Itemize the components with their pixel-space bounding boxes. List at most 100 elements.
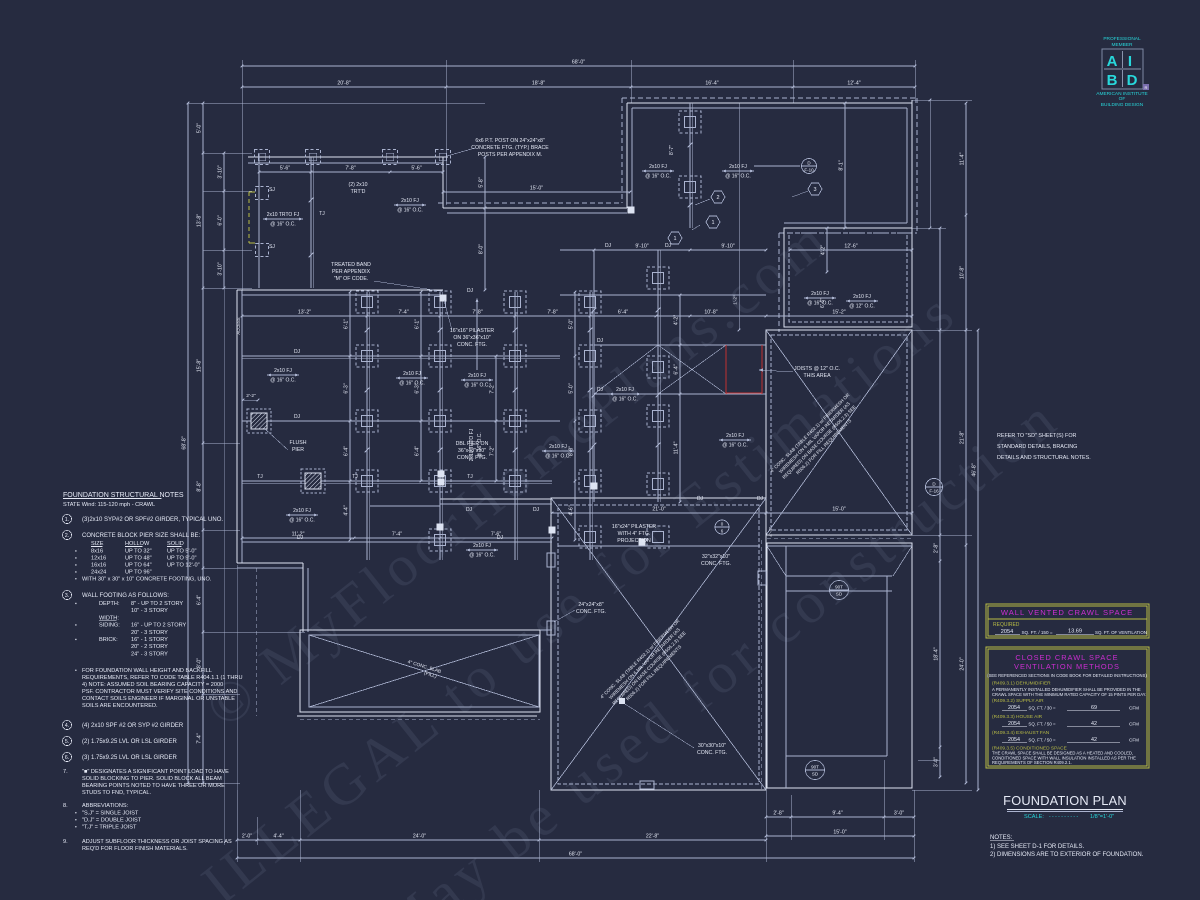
svg-text:3'-0": 3'-0" <box>894 811 904 817</box>
svg-text:9.: 9. <box>63 839 68 845</box>
svg-text:15'-0": 15'-0" <box>833 830 846 836</box>
svg-text:(R409.3.5) CONDITIONED SPACE: (R409.3.5) CONDITIONED SPACE <box>992 746 1067 752</box>
svg-text:SQ. FT. / 150 =: SQ. FT. / 150 = <box>1021 630 1052 635</box>
svg-text:(2) 1.75x9.25 LVL OR LSL GIRDE: (2) 1.75x9.25 LVL OR LSL GIRDER <box>82 739 177 745</box>
svg-text:UP TO 5'-0": UP TO 5'-0" <box>167 549 196 555</box>
svg-text:SIDING:: SIDING: <box>99 623 120 629</box>
svg-text:(3)2x10 SYP#2 OR SPF#2 GIRDER,: (3)2x10 SYP#2 OR SPF#2 GIRDER, TYPICAL U… <box>82 517 223 523</box>
svg-text:(FILL): (FILL) <box>423 670 437 680</box>
svg-text:WALL FOOTING AS FOLLOWS:: WALL FOOTING AS FOLLOWS: <box>82 593 169 599</box>
svg-text:7'-8": 7'-8" <box>547 310 557 316</box>
svg-text:A: A <box>1107 53 1118 70</box>
svg-text:@ 16" O.C.: @ 16" O.C. <box>722 443 747 449</box>
svg-text:2054: 2054 <box>1008 737 1020 743</box>
svg-text:2: 2 <box>716 195 719 201</box>
svg-text:CONC. FTG.: CONC. FTG. <box>576 609 606 615</box>
svg-text:6'-3": 6'-3" <box>415 383 421 393</box>
svg-text:2x10 FJ: 2x10 FJ <box>853 294 871 300</box>
svg-text:90T: 90T <box>835 585 843 590</box>
svg-text:2x10 TRTO FJ: 2x10 TRTO FJ <box>267 212 300 218</box>
svg-text:THIS AREA: THIS AREA <box>803 373 831 379</box>
svg-text:SD: SD <box>836 592 843 597</box>
svg-text:6.: 6. <box>65 755 70 761</box>
svg-text:2x10 FJ: 2x10 FJ <box>726 433 744 439</box>
svg-text:7'-4": 7'-4" <box>197 733 203 743</box>
svg-text:WITH 30" x 30" x 10" CONCRETE: WITH 30" x 30" x 10" CONCRETE FOOTING, U… <box>82 577 212 583</box>
svg-text:SCALE:: SCALE: <box>1024 814 1044 820</box>
svg-text:(4) 2x10 SPF #2 OR SYP #2 GIRD: (4) 2x10 SPF #2 OR SYP #2 GIRDER <box>82 723 184 729</box>
svg-text:UP TO 96": UP TO 96" <box>125 570 152 576</box>
svg-text:TJ: TJ <box>257 474 263 480</box>
svg-text:SQ. FT. / 50 =: SQ. FT. / 50 = <box>1028 722 1056 727</box>
svg-text:F-10: F-10 <box>804 168 814 173</box>
svg-text:8x16: 8x16 <box>91 549 103 555</box>
svg-text:DJ: DJ <box>467 288 474 294</box>
svg-text:TJ: TJ <box>467 474 473 480</box>
svg-text:DJ: DJ <box>294 414 301 420</box>
svg-text:42: 42 <box>1091 737 1097 743</box>
svg-text:POSTS PER APPENDIX M.: POSTS PER APPENDIX M. <box>478 152 542 158</box>
svg-text:16"x16" PILASTER: 16"x16" PILASTER <box>450 328 495 334</box>
svg-text:68'-0": 68'-0" <box>569 852 582 858</box>
svg-text:BEARING POINTS NOTED TO HAVE T: BEARING POINTS NOTED TO HAVE THREE OR MO… <box>82 783 225 789</box>
svg-text:CONC. FTG.: CONC. FTG. <box>457 455 487 461</box>
svg-text:DJ: DJ <box>665 243 672 249</box>
svg-text:11'-4": 11'-4" <box>674 441 680 454</box>
svg-text:FOR FOUNDATION WALL HEIGHT AND: FOR FOUNDATION WALL HEIGHT AND BACKFILL <box>82 668 212 674</box>
svg-text:6'-4": 6'-4" <box>618 310 628 316</box>
svg-text:20" - 2 STORY: 20" - 2 STORY <box>131 644 168 650</box>
svg-text:13'-8": 13'-8" <box>197 214 203 227</box>
svg-text:(SEE REFERENCED SECTIONS IN CO: (SEE REFERENCED SECTIONS IN CODE BOOK FO… <box>987 673 1147 678</box>
svg-text:DJ: DJ <box>497 535 504 541</box>
svg-text:2x10 FJ: 2x10 FJ <box>274 368 292 374</box>
svg-text:8'-7": 8'-7" <box>669 145 675 155</box>
svg-text:5'-0": 5'-0" <box>569 319 575 329</box>
svg-text:20'-8": 20'-8" <box>337 81 350 87</box>
svg-text:16x16: 16x16 <box>91 563 106 569</box>
svg-text:(3) 1.75x9.25 LVL OR LSL GIRDE: (3) 1.75x9.25 LVL OR LSL GIRDER <box>82 755 177 761</box>
svg-text:2'-8": 2'-8" <box>773 811 783 817</box>
svg-text:CONC. FTG.: CONC. FTG. <box>457 342 487 348</box>
svg-text:CONCRETE FTG. (TYP.) BRACE: CONCRETE FTG. (TYP.) BRACE <box>471 145 549 151</box>
svg-text:7'-8": 7'-8" <box>345 166 355 172</box>
svg-text:16" - 1 STORY: 16" - 1 STORY <box>131 637 168 643</box>
svg-text:7.: 7. <box>63 769 68 775</box>
svg-text:@ 16" O.C.: @ 16" O.C. <box>545 454 570 460</box>
svg-text:6'-0": 6'-0" <box>218 215 224 225</box>
svg-text:2054: 2054 <box>1008 705 1020 711</box>
svg-text:REQUIREMENTS OF SECTION R409.2: REQUIREMENTS OF SECTION R409.2.1. <box>992 760 1072 765</box>
svg-text:2x10 FJ: 2x10 FJ <box>293 508 311 514</box>
svg-text:10'-8": 10'-8" <box>704 310 717 316</box>
svg-text:STUDS TO FND, TYPICAL.: STUDS TO FND, TYPICAL. <box>82 790 151 796</box>
svg-text:21'-8": 21'-8" <box>960 431 966 444</box>
svg-text:1: 1 <box>673 236 676 242</box>
svg-text:UP TO 12'-0": UP TO 12'-0" <box>167 563 200 569</box>
svg-text:JOISTS @ 12" O.C.: JOISTS @ 12" O.C. <box>794 366 840 372</box>
svg-text:SD: SD <box>812 772 819 777</box>
svg-text:@ 16" O.C.: @ 16" O.C. <box>612 397 637 403</box>
svg-text:8'-0": 8'-0" <box>197 658 203 668</box>
svg-text:9'-10": 9'-10" <box>721 244 734 250</box>
svg-text:8" - UP TO 2 STORY: 8" - UP TO 2 STORY <box>131 601 183 607</box>
svg-text:(R409.3.4) EXHAUST FAN: (R409.3.4) EXHAUST FAN <box>992 730 1050 736</box>
svg-text:"M" OF CODE.: "M" OF CODE. <box>334 276 369 282</box>
svg-text:12x16: 12x16 <box>91 556 106 562</box>
svg-text:SIZE: SIZE <box>91 541 104 547</box>
svg-text:5.: 5. <box>65 739 70 745</box>
svg-text:ACCESS: ACCESS <box>236 317 241 334</box>
svg-text:(2) 2x10: (2) 2x10 <box>348 182 367 188</box>
svg-text:(R409.3.1) DEHUMIDIFIER: (R409.3.1) DEHUMIDIFIER <box>992 681 1051 687</box>
svg-text:15'-0": 15'-0" <box>832 507 845 513</box>
svg-text:3: 3 <box>813 187 816 193</box>
svg-text:2x10 FJ: 2x10 FJ <box>616 387 634 393</box>
svg-text:SOLID BLOCKING TO PIER. SOLID: SOLID BLOCKING TO PIER. SOLID BLOCK ALL … <box>82 776 222 782</box>
svg-text:SOILS ARE ENCOUNTERED.: SOILS ARE ENCOUNTERED. <box>82 703 158 709</box>
svg-text:WIDTH:: WIDTH: <box>99 615 119 621</box>
svg-text:4'-6": 4'-6" <box>569 505 575 515</box>
svg-text:PROJECTION: PROJECTION <box>617 538 651 544</box>
svg-text:"T.J" = TRIPLE JOIST: "T.J" = TRIPLE JOIST <box>82 825 137 831</box>
svg-text:4'-4": 4'-4" <box>768 527 774 537</box>
svg-text:DJ: DJ <box>466 507 473 513</box>
svg-text:0: 0 <box>721 522 724 527</box>
svg-text:SOLID: SOLID <box>167 541 184 547</box>
